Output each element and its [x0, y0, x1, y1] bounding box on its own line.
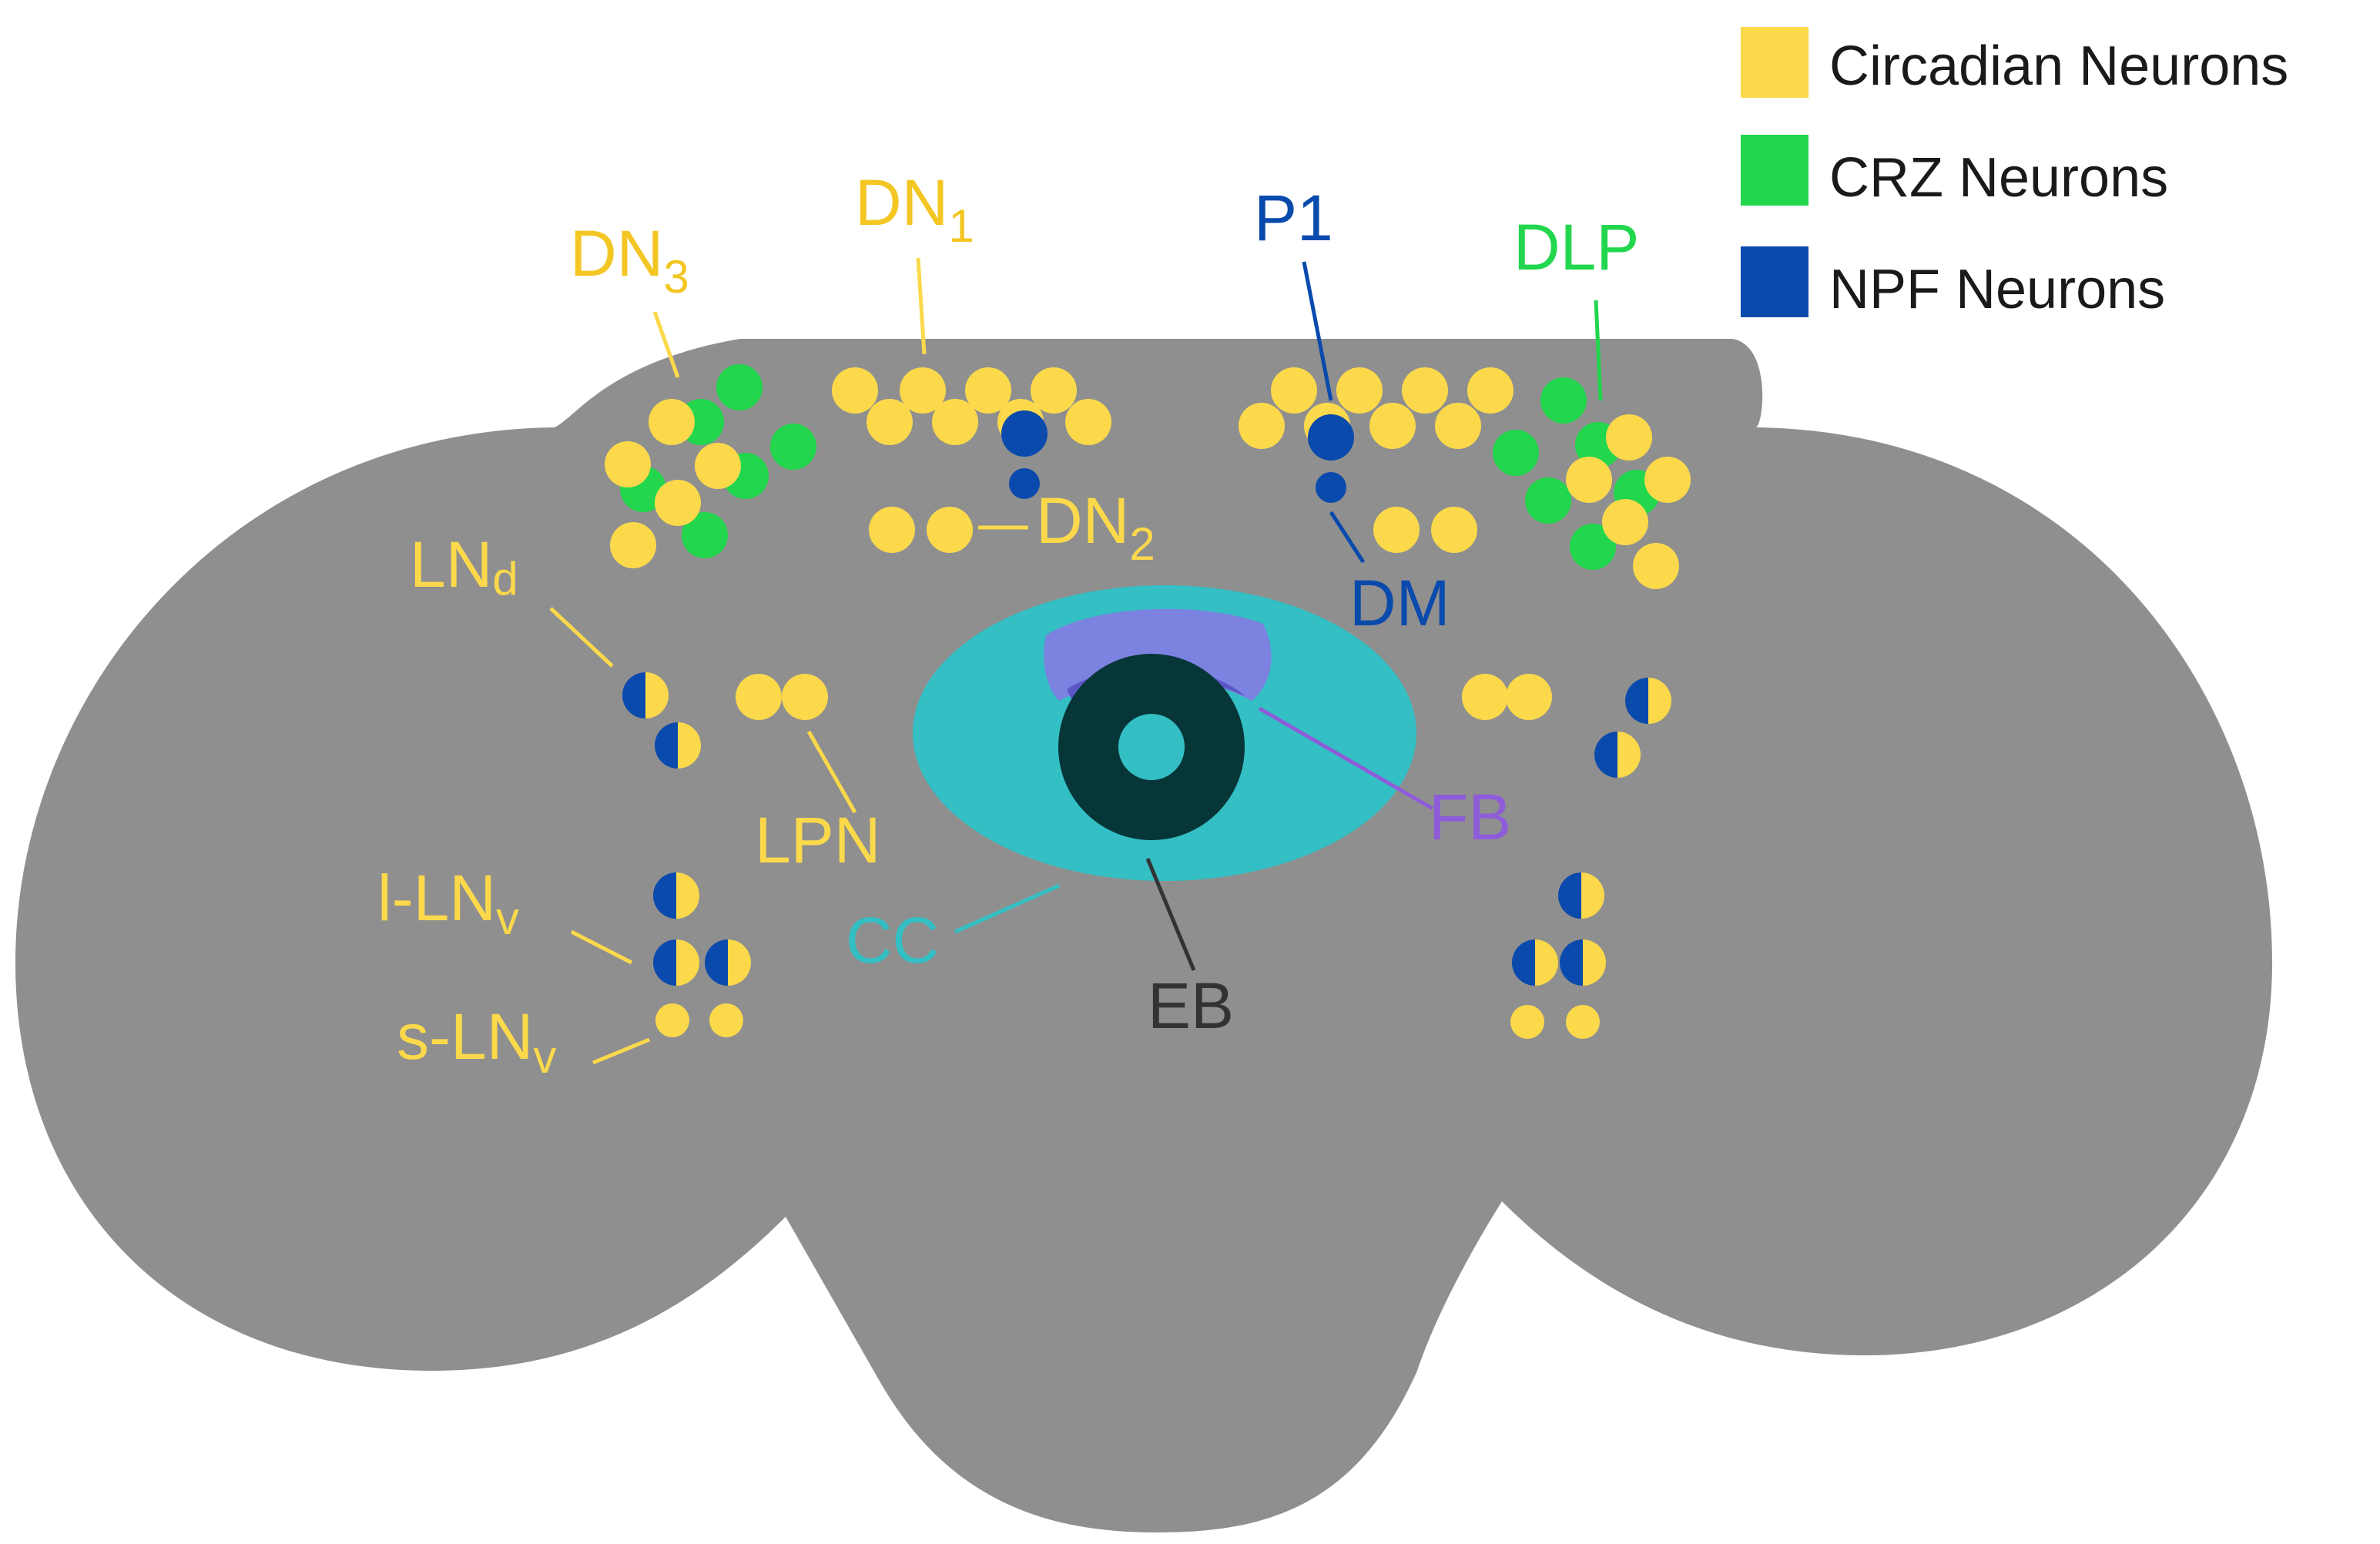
- circadian-neuron: [965, 367, 1011, 414]
- crz-neuron: [770, 424, 816, 470]
- l-lnv-neuron: [1558, 872, 1604, 919]
- circadian-neuron: [605, 441, 651, 487]
- crz-neuron: [682, 512, 728, 558]
- circadian-neuron: [782, 674, 828, 720]
- circadian-neuron: [932, 399, 978, 445]
- circadian-neuron: [610, 522, 656, 568]
- circadian-neuron: [1431, 507, 1477, 553]
- cc-region: [913, 585, 1416, 881]
- label-s-lnv: s-LNv: [397, 1000, 556, 1083]
- leader-cc: [954, 883, 1061, 934]
- circadian-neuron: [655, 480, 701, 526]
- label-dlp: DLP: [1513, 211, 1639, 283]
- circadian-neuron: [1031, 367, 1077, 414]
- npf-neuron: [1308, 414, 1354, 461]
- leader-p1: [1302, 261, 1333, 401]
- l-lnv-neuron: [1512, 939, 1558, 986]
- legend-label-crz: CRZ Neurons: [1829, 147, 2168, 209]
- lnd-neuron: [1594, 732, 1641, 778]
- legend-label-circadian: Circadian Neurons: [1829, 35, 2288, 97]
- lnd-neuron: [1625, 678, 1671, 724]
- leader-dn3: [652, 311, 680, 378]
- leader-dlp: [1594, 300, 1603, 401]
- lnd-neuron: [622, 672, 669, 718]
- leader-lnd: [549, 607, 614, 668]
- circadian-neuron: [1467, 367, 1513, 414]
- label-dm: DM: [1349, 567, 1450, 639]
- s-lnv-neuron: [1510, 1005, 1544, 1039]
- label-lpn: LPN: [755, 804, 880, 876]
- circadian-neuron: [649, 399, 695, 445]
- leader-lpn: [806, 730, 857, 814]
- circadian-neuron: [869, 507, 915, 553]
- circadian-neuron: [1506, 674, 1552, 720]
- eb-ring: [1058, 654, 1245, 840]
- crz-neuron: [1493, 430, 1539, 476]
- leader-fb: [1258, 706, 1434, 811]
- legend-swatch-circadian: [1741, 27, 1808, 98]
- legend: Circadian Neurons CRZ Neurons NPF Neuron…: [1741, 27, 2288, 320]
- crz-neuron: [1525, 477, 1571, 524]
- circadian-neuron: [832, 367, 878, 414]
- circadian-neuron: [1566, 457, 1612, 503]
- lnd-neuron: [655, 722, 701, 769]
- legend-label-npf: NPF Neurons: [1829, 259, 2165, 320]
- l-lnv-neuron: [653, 939, 699, 986]
- circadian-neuron: [927, 507, 973, 553]
- circadian-neuron: [1373, 507, 1420, 553]
- circadian-neuron: [736, 674, 782, 720]
- label-cc: CC: [846, 904, 939, 976]
- l-lnv-neuron: [653, 872, 699, 919]
- circadian-neuron: [1402, 367, 1448, 414]
- circadian-neuron: [1239, 403, 1285, 449]
- label-p1: P1: [1254, 182, 1333, 254]
- legend-swatch-npf: [1741, 246, 1808, 317]
- circadian-neuron: [1369, 403, 1416, 449]
- crz-neuron: [1540, 377, 1587, 424]
- crz-neuron: [1570, 524, 1616, 570]
- leader-dm: [1329, 511, 1366, 564]
- leader-dn1: [916, 257, 927, 355]
- npf-neuron: [1001, 410, 1048, 457]
- neurons: [605, 364, 1691, 1039]
- label-dn2: DN2: [1036, 484, 1155, 570]
- leader-eb: [1145, 858, 1196, 971]
- l-lnv-neuron: [1560, 939, 1606, 986]
- circadian-neuron: [1644, 457, 1691, 503]
- leader-l-lnv: [570, 929, 633, 965]
- leader-lines: [549, 257, 1603, 1065]
- circadian-neuron: [1602, 499, 1648, 545]
- s-lnv-neuron: [709, 1003, 743, 1037]
- circadian-neuron: [1065, 399, 1111, 445]
- s-lnv-neuron: [1566, 1005, 1600, 1039]
- labels: DN3 DN1 DN2 P1 DLP DM LNd LPN FB CC EB l…: [377, 166, 1639, 1083]
- circadian-neuron: [1462, 674, 1508, 720]
- crz-neuron: [716, 364, 763, 410]
- circadian-neuron: [1336, 367, 1383, 414]
- label-eb: EB: [1148, 970, 1234, 1042]
- s-lnv-neuron: [655, 1003, 689, 1037]
- npf-neuron: [1009, 468, 1040, 499]
- npf-neuron: [1316, 472, 1346, 503]
- label-dn1: DN1: [855, 166, 974, 252]
- circadian-neuron: [695, 443, 741, 489]
- l-lnv-neuron: [705, 939, 751, 986]
- label-lnd: LNd: [410, 528, 518, 605]
- circadian-neuron: [867, 399, 913, 445]
- circadian-neuron: [1606, 414, 1652, 461]
- legend-swatch-crz: [1741, 135, 1808, 206]
- circadian-neuron: [1435, 403, 1481, 449]
- label-dn3: DN3: [570, 217, 689, 303]
- label-l-lnv: l-LNv: [377, 862, 519, 944]
- leader-s-lnv: [592, 1037, 650, 1065]
- central-complex: [913, 585, 1416, 881]
- label-fb: FB: [1429, 781, 1511, 853]
- circadian-neuron: [1271, 367, 1317, 414]
- circadian-neuron: [1633, 543, 1679, 589]
- circadian-neuron: [900, 367, 946, 414]
